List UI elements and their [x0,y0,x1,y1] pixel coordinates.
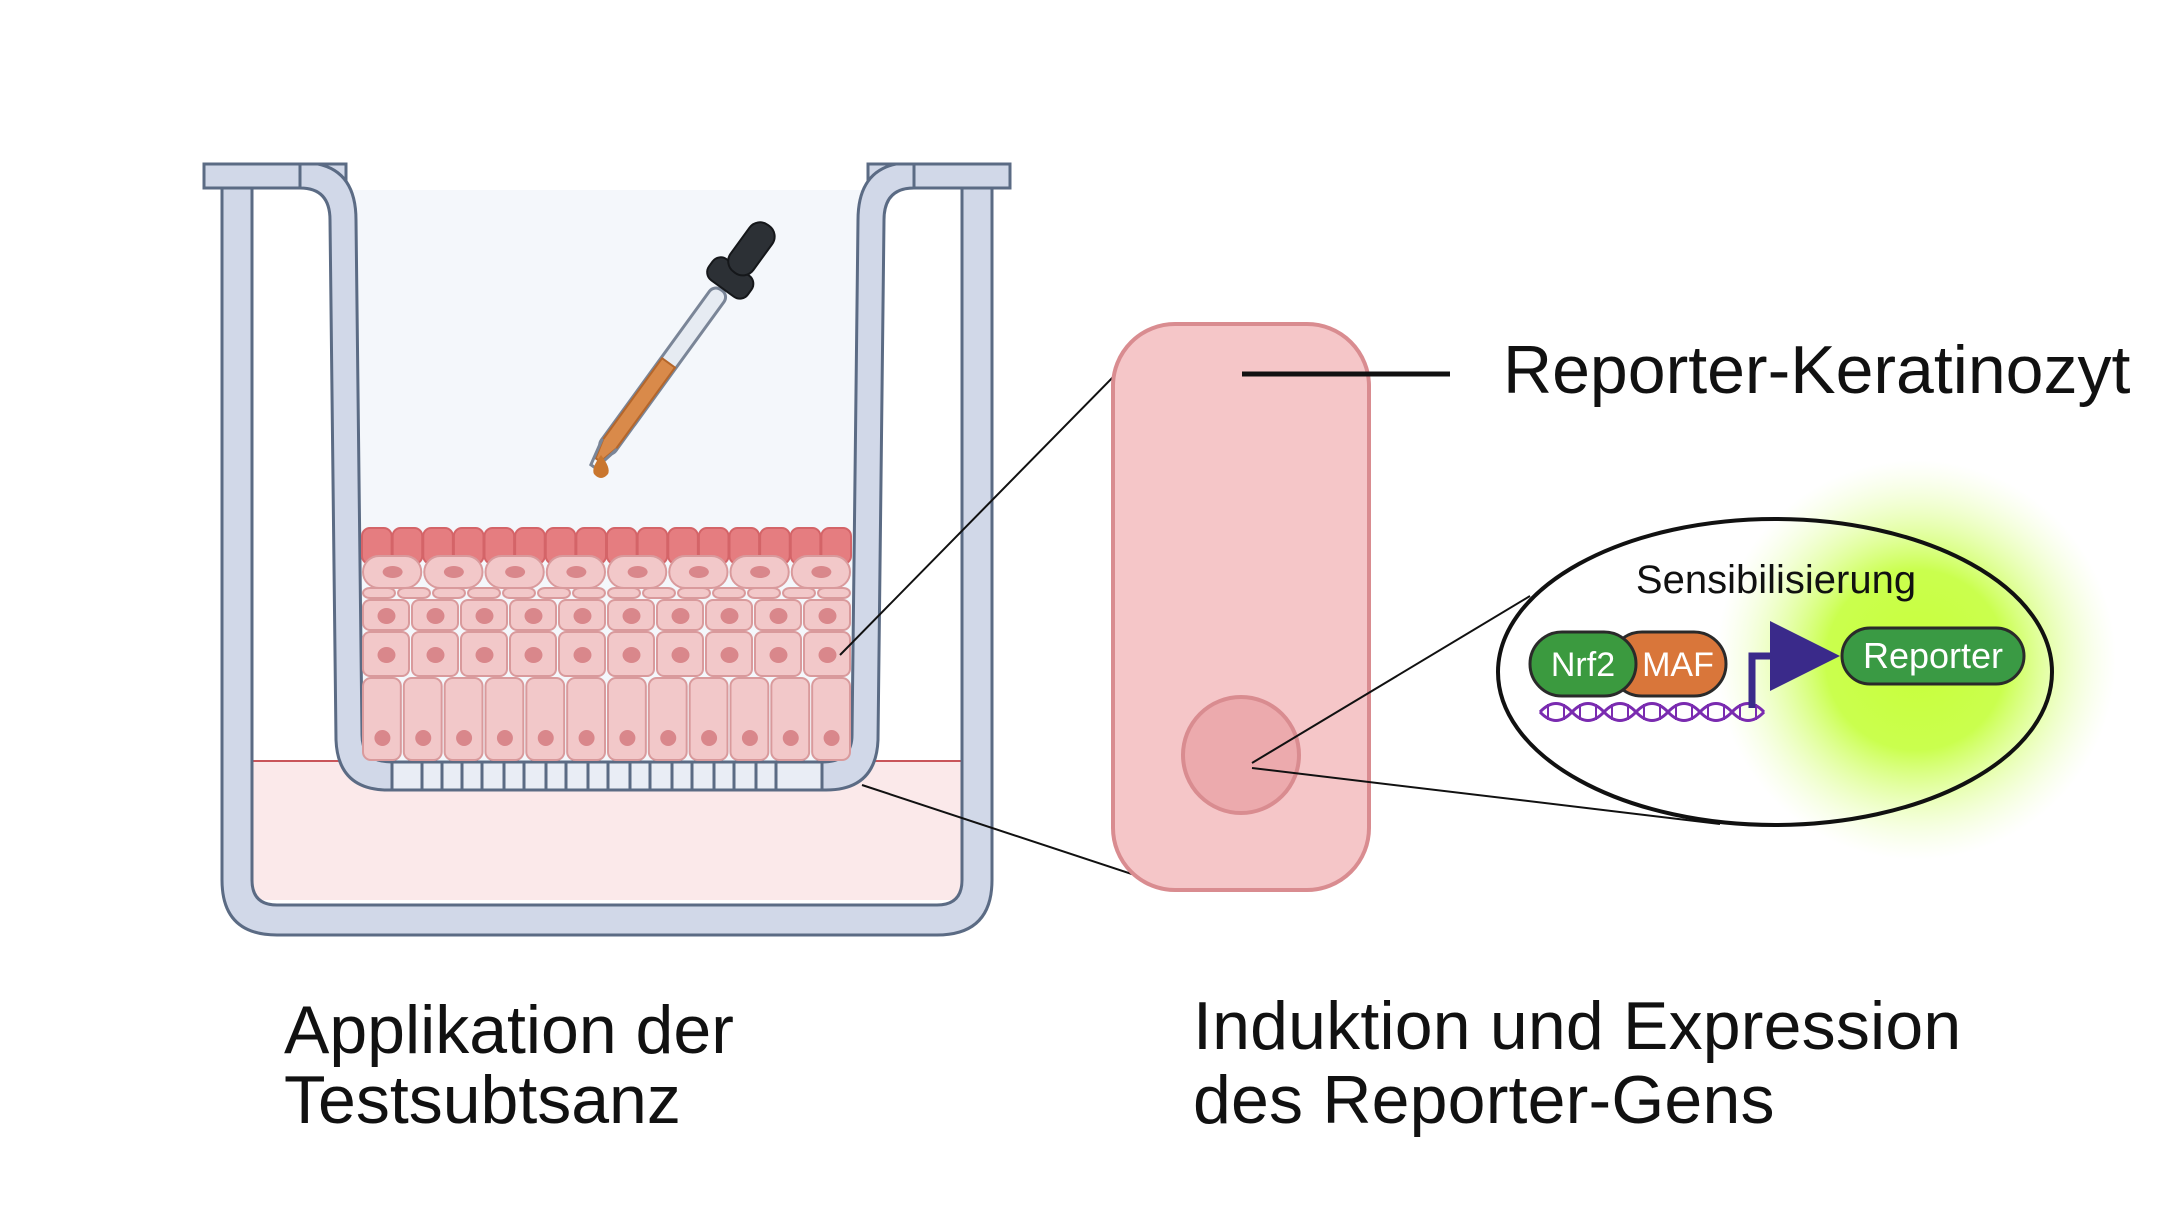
spinous-cell [502,587,536,599]
reporter-label: Reporter [1863,635,2003,676]
cell-nucleus [496,730,513,746]
basal-cell [566,677,607,761]
cell-nucleus [475,608,494,624]
nucleus-zoom-oval [1496,517,2054,827]
spinous-cell [572,587,606,599]
right-caption-line1: Induktion und Expression [1193,988,1962,1064]
cell-nucleus [377,608,396,624]
cell-nucleus [377,647,396,663]
cell-nucleus [578,730,595,746]
spinous-cell [712,587,746,599]
zoom-lines-nucleus [1251,595,1721,825]
dna-helix [1538,702,1766,722]
cell-nucleus [619,730,636,746]
basal-cell [443,677,484,761]
cell-nucleus [671,647,690,663]
cell-nucleus [811,566,832,578]
cell-nucleus [524,608,543,624]
basal-cell [402,677,443,761]
sensitization-label: Sensibilisierung [1636,558,1916,602]
spinous-cell [362,587,396,599]
membrane-pores [420,762,778,790]
left-caption-line1: Applikation der [284,992,734,1068]
basal-cell [729,677,770,761]
cell-nucleus [671,608,690,624]
maf-label: MAF [1642,646,1714,684]
transcription-arrow [1748,621,1840,708]
cell-nucleus [475,647,494,663]
basal-cell [484,677,525,761]
cell-nucleus [622,647,641,663]
cell-nucleus [720,608,739,624]
cell-nucleus [818,608,837,624]
basal-cell [647,677,688,761]
spinous-cell [747,587,781,599]
zoom-lines-cell [839,371,1163,885]
basal-cell [811,677,852,761]
pipette-bulb [727,221,776,277]
dropper-pipette [589,221,776,471]
cell-nucleus [720,647,739,663]
spinous-cell [537,587,571,599]
cell-nucleus [382,566,403,578]
nrf2-label: Nrf2 [1551,646,1615,684]
cell-nucleus [573,647,592,663]
basal-cell [607,677,647,761]
spinous-cell [642,587,676,599]
cell-nucleus [688,566,709,578]
reporter-protein [1840,626,2026,686]
epidermis-model [361,527,852,761]
cell-nucleus [741,730,758,746]
cell-nucleus [660,730,677,746]
basal-cell [362,677,402,761]
cell-nucleus [769,647,788,663]
spinous-cell [467,587,501,599]
cell-nucleus [537,730,554,746]
cell-nucleus [750,566,771,578]
cell-nucleus [443,566,464,578]
spinous-cell [817,587,851,599]
cell-nucleus [426,647,445,663]
cell-nucleus [622,608,641,624]
reporter-keratinocyte-cell [1111,322,1371,892]
spinous-cell [677,587,711,599]
basal-cell [525,677,566,761]
left-caption-line2: Testsubtsanz [284,1062,681,1138]
cell-nucleus [701,730,718,746]
well-outer-wall [220,178,994,937]
basal-cell [688,677,729,761]
cell-nucleus [627,566,648,578]
cell-nucleus [505,566,526,578]
basal-cell [770,677,811,761]
cell-nucleus [456,730,473,746]
spinous-cell [397,587,431,599]
cell-nucleus [823,730,840,746]
keratinocyte-nucleus [1181,695,1301,815]
nrf2-protein [1528,630,1638,698]
cell-nucleus [524,647,543,663]
cell-nucleus [769,608,788,624]
cell-nucleus [573,608,592,624]
droplet [593,455,609,478]
cell-nucleus [426,608,445,624]
cell-nucleus [566,566,587,578]
cell-nucleus [818,647,837,663]
cell-nucleus [415,730,432,746]
spinous-cell [432,587,466,599]
cell-nucleus [782,730,799,746]
spinous-cell [782,587,816,599]
cell-nucleus [374,730,391,746]
right-caption-line2: des Reporter-Gens [1193,1062,1775,1138]
reporter-keratinocyte-label: Reporter-Keratinozyt [1503,332,2131,408]
spinous-cell [607,587,641,599]
